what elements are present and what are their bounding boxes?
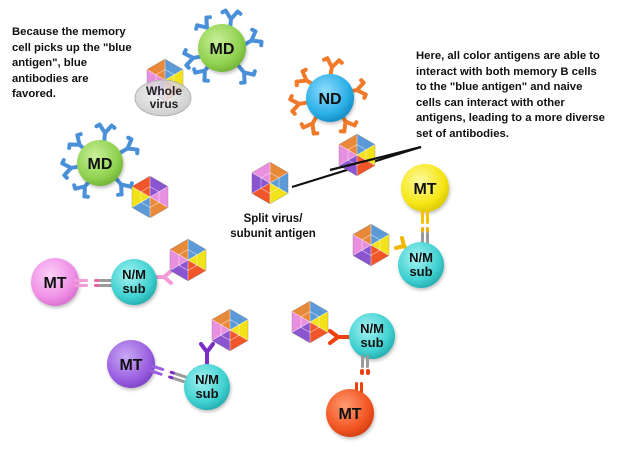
mt-purple-cell — [107, 340, 155, 388]
whole-virus-label-1: Whole — [146, 84, 182, 98]
note-left-line: Because the memory — [12, 26, 126, 38]
whole-virus-label-2: virus — [150, 97, 179, 111]
nm-sub-1-label-1: N/M — [409, 250, 433, 265]
note-left-line: favored. — [12, 88, 56, 100]
md-top-label: MD — [210, 41, 235, 58]
split-virus-caption-line: Split virus/ — [243, 213, 303, 225]
nm-sub-3-label-1: N/M — [195, 372, 219, 387]
mt-yellow-label: MT — [413, 181, 436, 198]
antigen-pink-nm — [169, 238, 207, 282]
md-cell-left: MD — [59, 122, 141, 201]
mt-pink-group: MT — [31, 258, 113, 306]
note-right-line: Here, all color antigens are able to — [416, 50, 600, 62]
split-virus-caption-line: subunit antigen — [230, 228, 316, 240]
mt-pink-label: MT — [43, 275, 66, 292]
antigen-purple-nm — [211, 308, 249, 352]
note-right-line: set of antibodies. — [416, 127, 509, 140]
nm-sub-4-label-2: sub — [360, 335, 383, 350]
mt-red-cell — [326, 389, 374, 437]
nm-sub-3: N/M sub — [184, 342, 230, 410]
note-left-line: antigen", blue — [12, 57, 88, 69]
antigen-yellow-nm — [352, 223, 390, 267]
nd-cell: ND — [287, 55, 369, 137]
note-right-line: to the "blue antigen" and naive — [416, 81, 583, 93]
split-virus-antigen — [242, 156, 298, 210]
nm-sub-1-label-2: sub — [409, 264, 432, 279]
note-right-line: interact with both memory B cells — [416, 65, 597, 78]
split-virus-caption: Split virus/ subunit antigen — [218, 212, 328, 242]
note-left-line: antibodies are — [12, 72, 89, 85]
nm-sub-2-label-1: N/M — [122, 267, 146, 282]
note-right: Here, all color antigens are able to int… — [416, 49, 621, 142]
note-left-line: cell picks up the "blue — [12, 41, 132, 54]
nm-sub-4-label-1: N/M — [360, 321, 384, 336]
whole-virus: Whole virus — [134, 58, 192, 117]
mt-pink-cell — [31, 258, 79, 306]
antigen-md-left — [131, 175, 169, 219]
mt-yellow-cell — [401, 164, 449, 212]
mt-yellow-group: MT — [401, 164, 449, 246]
nm-sub-3-label-2: sub — [195, 386, 218, 401]
nm-sub-2: N/M sub — [111, 259, 173, 305]
md-left-label: MD — [88, 156, 113, 173]
mt-red-label: MT — [338, 406, 361, 423]
mt-purple-label: MT — [119, 357, 142, 374]
nm-sub-2-label-2: sub — [122, 281, 145, 296]
mt-red-group: MT — [326, 355, 374, 437]
nd-label: ND — [318, 91, 341, 108]
mt-purple-group: MT — [107, 340, 187, 388]
antigen-red-nm — [291, 300, 329, 344]
note-right-line: cells can interact with other — [416, 96, 565, 109]
note-left: Because the memory cell picks up the "bl… — [12, 25, 132, 103]
nm-sub-1: N/M sub — [394, 236, 444, 288]
nm-sub-4: N/M sub — [328, 313, 395, 359]
md-cell-top: MD — [181, 8, 265, 87]
note-right-line: antigens, leading to a more diverse — [416, 112, 605, 124]
pointer-line-overlay — [329, 145, 422, 172]
